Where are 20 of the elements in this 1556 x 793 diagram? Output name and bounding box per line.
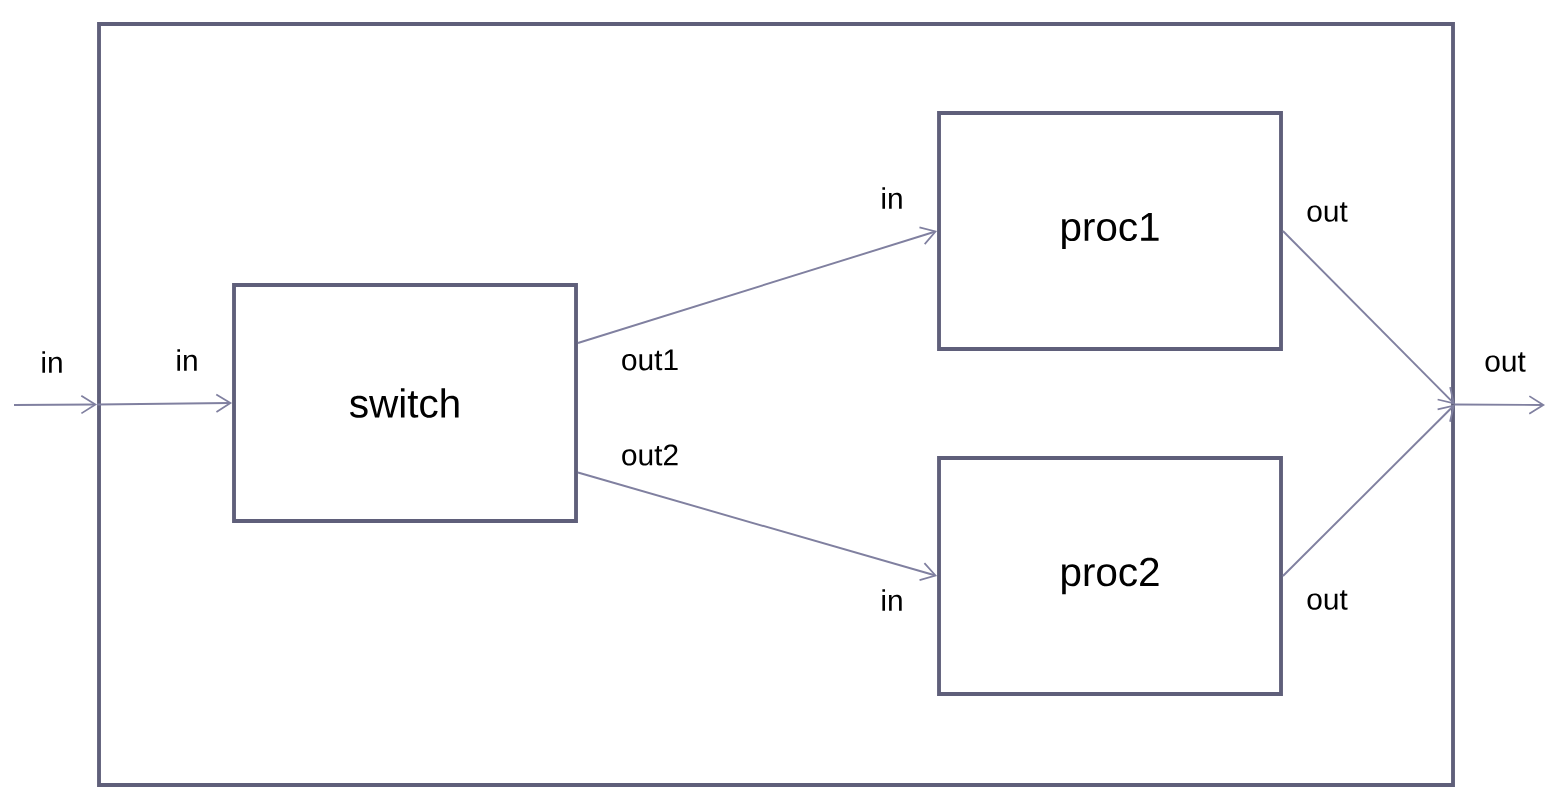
arrow	[1454, 395, 1546, 415]
process-box: switch	[232, 283, 578, 523]
port-label: out2	[622, 444, 678, 466]
arrow	[1281, 230, 1455, 405]
frame-box	[97, 22, 1455, 787]
arrow	[577, 471, 938, 581]
process-box: proc1	[937, 111, 1283, 351]
port-label: out1	[622, 349, 678, 371]
port-label: in	[42, 351, 62, 373]
arrow	[13, 394, 98, 415]
arrow	[1281, 404, 1455, 577]
port-label: in	[882, 187, 902, 209]
process-box: proc2	[937, 456, 1283, 696]
arrow	[96, 393, 233, 413]
port-label: out	[1307, 590, 1348, 610]
port-label: out	[1485, 352, 1526, 372]
port-label: in	[882, 589, 902, 611]
port-label: in	[177, 349, 197, 371]
port-label: out	[1307, 202, 1348, 222]
arrow	[577, 226, 938, 344]
